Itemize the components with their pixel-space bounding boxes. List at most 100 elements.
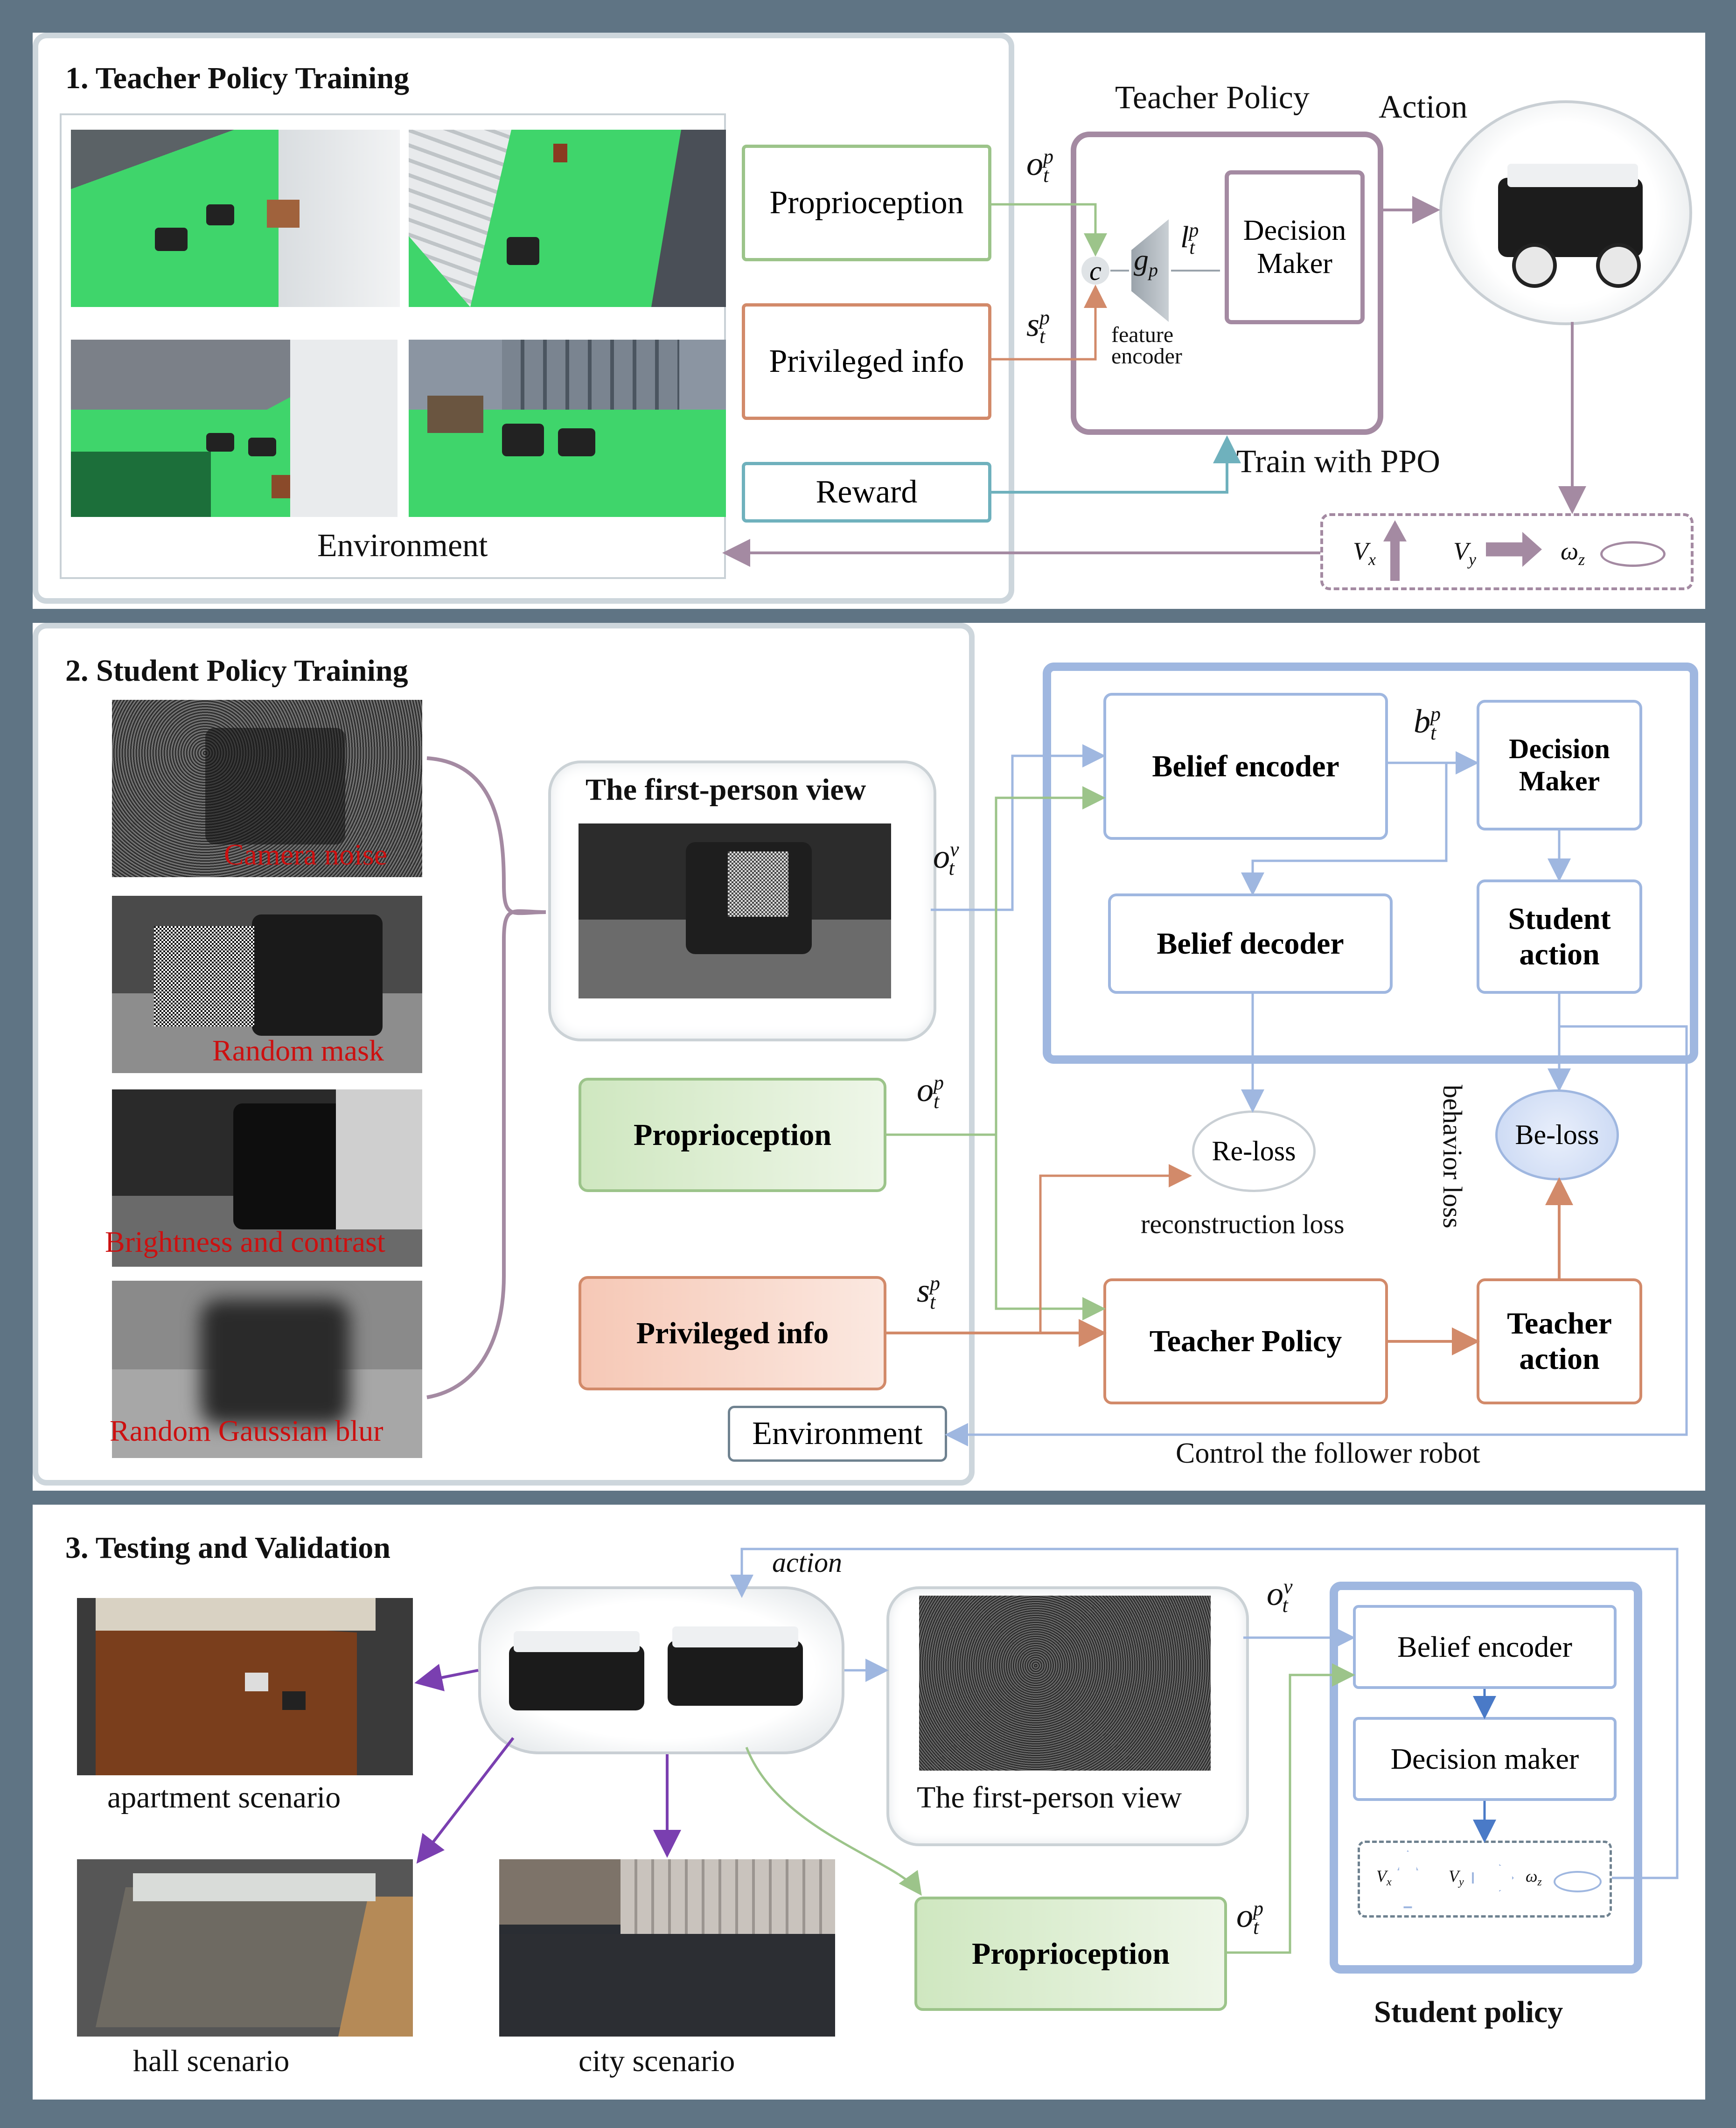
sim-scene-1 bbox=[71, 130, 400, 307]
b-sub: t bbox=[1430, 721, 1436, 745]
hall-scene-image bbox=[77, 1859, 413, 2037]
o-v-sub: t bbox=[948, 857, 955, 880]
o-p-sup: p bbox=[934, 1071, 944, 1094]
vx-label: Vx bbox=[1353, 537, 1376, 569]
s-p-symbol: s bbox=[917, 1272, 930, 1309]
b-symbol: b bbox=[1414, 703, 1430, 740]
sim-scene-3 bbox=[71, 340, 397, 517]
vx-symbol: V bbox=[1353, 537, 1368, 565]
vy-symbol: V bbox=[1453, 537, 1469, 565]
city-label: city scenario bbox=[579, 2044, 735, 2078]
sim-scene-4 bbox=[409, 340, 726, 517]
brightness-contrast-image bbox=[112, 1089, 422, 1267]
random-mask-label: Random mask bbox=[212, 1034, 384, 1067]
random-mask-image bbox=[112, 896, 422, 1073]
o-v-sup: v bbox=[1283, 1575, 1293, 1598]
feature-encoder-label: feature encoder bbox=[1111, 322, 1182, 369]
gp-label: gp bbox=[1134, 243, 1158, 281]
o-t-p-label: opt bbox=[917, 1071, 944, 1113]
apartment-label: apartment scenario bbox=[107, 1780, 341, 1814]
section-title-2: 2. Student Policy Training bbox=[65, 654, 408, 688]
panel2-connectors bbox=[426, 744, 1688, 1446]
panel3-connectors bbox=[414, 1548, 1679, 1954]
belief-encoder-box: Belief encoder bbox=[1353, 1605, 1617, 1689]
o-t-p-label: opt bbox=[1236, 1897, 1263, 1939]
l-sup: p bbox=[1189, 220, 1199, 241]
s-symbol: s bbox=[1026, 306, 1040, 343]
first-person-view-title: The first-person view bbox=[586, 773, 866, 807]
o-v-sup: v bbox=[950, 838, 959, 861]
o-v-symbol: o bbox=[933, 838, 950, 875]
vy-symbol: V bbox=[1449, 1867, 1459, 1885]
action-vector-box bbox=[1320, 513, 1694, 590]
robots-pill bbox=[478, 1586, 844, 1754]
first-person-view-label: The first-person view bbox=[917, 1780, 1182, 1814]
apartment-scene-image bbox=[77, 1598, 413, 1775]
s-p-sup: p bbox=[930, 1272, 941, 1295]
gp-sub: p bbox=[1149, 259, 1158, 280]
teacher-policy-box: Teacher Policy bbox=[1103, 1278, 1388, 1404]
vy-label: Vy bbox=[1449, 1866, 1464, 1889]
s-sup: p bbox=[1039, 306, 1050, 329]
reward-box: Reward bbox=[742, 462, 991, 523]
l-symbol: l bbox=[1180, 220, 1189, 254]
decision-maker-box: Decision maker bbox=[1353, 1717, 1617, 1801]
vx-symbol: V bbox=[1376, 1867, 1387, 1885]
wz-label: ωz bbox=[1526, 1866, 1542, 1889]
decision-maker-box: Decision Maker bbox=[1477, 700, 1642, 830]
proprioception-box: Proprioception bbox=[914, 1897, 1227, 2011]
camera-noise-label: Camera noise bbox=[224, 838, 388, 871]
wz-sub: z bbox=[1537, 1876, 1542, 1889]
action-label: Action bbox=[1379, 89, 1468, 125]
vx-label: Vx bbox=[1376, 1866, 1392, 1889]
panel1-connectors bbox=[722, 196, 1586, 567]
vx-sub: x bbox=[1387, 1876, 1392, 1889]
o-p-sup: p bbox=[1253, 1897, 1263, 1920]
concat-node: c bbox=[1081, 256, 1109, 286]
o-t-p-label: opt bbox=[1026, 145, 1053, 187]
belief-decoder-box: Belief decoder bbox=[1108, 893, 1393, 994]
section-title-1: 1. Teacher Policy Training bbox=[65, 61, 410, 95]
o-sup: p bbox=[1043, 145, 1053, 168]
teacher-policy-box bbox=[1071, 132, 1383, 435]
o-t-v-label: ovt bbox=[933, 837, 959, 880]
wz-sub: z bbox=[1578, 550, 1585, 569]
student-policy-label: Student policy bbox=[1374, 1995, 1563, 2029]
privileged-info-box: Privileged info bbox=[742, 303, 991, 420]
o-t-v-label: ovt bbox=[1267, 1575, 1293, 1617]
o-p-sub: t bbox=[1253, 1916, 1259, 1939]
first-person-view-image bbox=[919, 1596, 1211, 1771]
behavior-loss-label: behavior loss bbox=[1437, 1085, 1468, 1228]
s-t-p-label: spt bbox=[1026, 306, 1050, 348]
wz-rotation-icon bbox=[1600, 541, 1666, 567]
be-loss-node: Be-loss bbox=[1495, 1089, 1619, 1180]
vx-sub: x bbox=[1368, 550, 1376, 569]
b-t-p-label: bpt bbox=[1414, 702, 1441, 745]
belief-encoder-box: Belief encoder bbox=[1103, 693, 1388, 840]
teacher-policy-title: Teacher Policy bbox=[1115, 80, 1310, 116]
o-v-sub: t bbox=[1282, 1594, 1288, 1617]
environment-box: Environment bbox=[728, 1406, 947, 1462]
wz-rotation-icon bbox=[1554, 1871, 1602, 1892]
s-t-p-label: spt bbox=[917, 1271, 940, 1314]
panel-student-training: 2. Student Policy Training Camera noise … bbox=[33, 623, 1705, 1491]
section-title-3: 3. Testing and Validation bbox=[65, 1531, 390, 1565]
o-p-symbol: o bbox=[917, 1071, 934, 1109]
reconstruction-loss-label: reconstruction loss bbox=[1141, 1209, 1345, 1239]
l-t-p-label: lpt bbox=[1180, 219, 1199, 259]
brightness-contrast-label: Brightness and contrast bbox=[105, 1225, 385, 1258]
first-person-view-image bbox=[579, 823, 891, 998]
wz-label: ωz bbox=[1561, 537, 1585, 569]
proprioception-box: Proprioception bbox=[579, 1078, 886, 1192]
panel-testing: 3. Testing and Validation apartment scen… bbox=[33, 1505, 1705, 2100]
l-sub: t bbox=[1189, 237, 1195, 259]
city-scene-image bbox=[499, 1859, 835, 2037]
hall-label: hall scenario bbox=[133, 2044, 290, 2078]
wz-symbol: ω bbox=[1561, 537, 1579, 565]
sim-scene-2 bbox=[409, 130, 726, 307]
robot-image bbox=[1439, 100, 1692, 325]
student-policy-box bbox=[1043, 663, 1698, 1064]
s-sub: t bbox=[1039, 325, 1046, 348]
o-p-symbol: o bbox=[1236, 1897, 1253, 1934]
decision-maker-box: Decision Maker bbox=[1225, 170, 1365, 324]
